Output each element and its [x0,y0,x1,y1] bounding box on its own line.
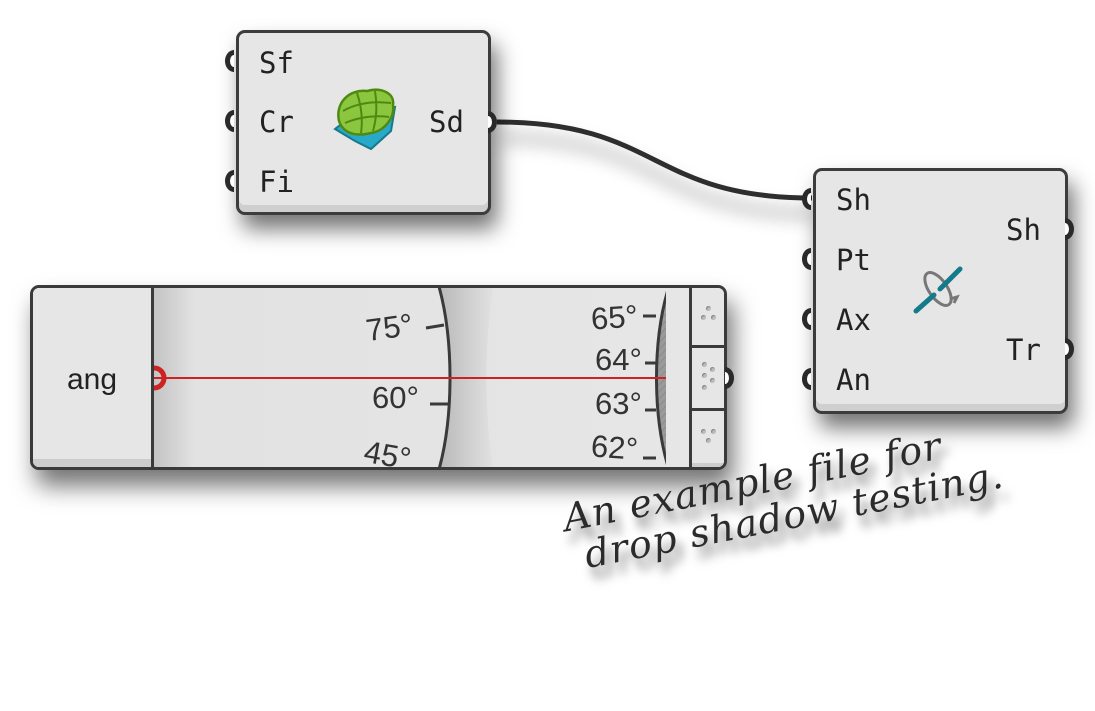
input-grip-fi[interactable] [225,170,234,192]
input-label-an: An [836,363,871,397]
input-grip-sf[interactable] [225,50,234,72]
value-marker [154,365,167,391]
output-label-tr: Tr [1006,333,1041,367]
inner-tick-label: 63° [595,386,642,421]
angle-slider[interactable]: ang 75 [30,285,727,470]
input-label-fi: Fi [259,165,294,199]
input-grip-sh[interactable] [802,188,811,210]
inner-tick-label: 62° [590,428,639,466]
input-grip-ax[interactable] [802,308,811,330]
rotate-axis-icon [913,266,963,314]
slider-output-grip[interactable] [725,367,734,389]
input-label-pt: Pt [836,243,871,277]
wire-sd-to-sh[interactable] [496,119,813,201]
output-grip-sd[interactable] [488,111,497,133]
surface-component[interactable]: Sf Cr Fi Sd [236,30,491,215]
surface-icon [333,88,397,151]
input-label-sf: Sf [259,46,294,80]
input-grip-cr[interactable] [225,110,234,132]
angle-dial[interactable]: 75° 60° 45° 65° 64° 63° 62° [154,288,666,467]
output-grip-tr[interactable] [1065,338,1074,360]
drag-handle[interactable] [692,348,724,411]
output-grip-sh[interactable] [1065,218,1074,240]
inner-tick-label: 65° [590,298,639,336]
rotate-axis-component[interactable]: Sh Pt Ax An Sh Tr [813,168,1068,414]
output-label-sd: Sd [429,105,464,139]
outer-tick-label: 75° [364,307,415,348]
input-grip-an[interactable] [802,368,811,390]
slider-name: ang [66,363,118,396]
outer-tick-label: 60° [372,380,419,415]
output-label-sh: Sh [1006,213,1041,247]
input-grip-pt[interactable] [802,248,811,270]
input-label-cr: Cr [259,105,294,139]
scroll-down-handle[interactable] [692,411,724,467]
input-label-ax: Ax [836,303,871,337]
slider-name-panel: ang [33,288,154,467]
slider-handles [689,288,724,467]
inner-tick-label: 64° [595,342,642,377]
outer-tick [425,323,445,330]
input-label-sh: Sh [836,183,871,217]
scroll-up-handle[interactable] [692,288,724,348]
